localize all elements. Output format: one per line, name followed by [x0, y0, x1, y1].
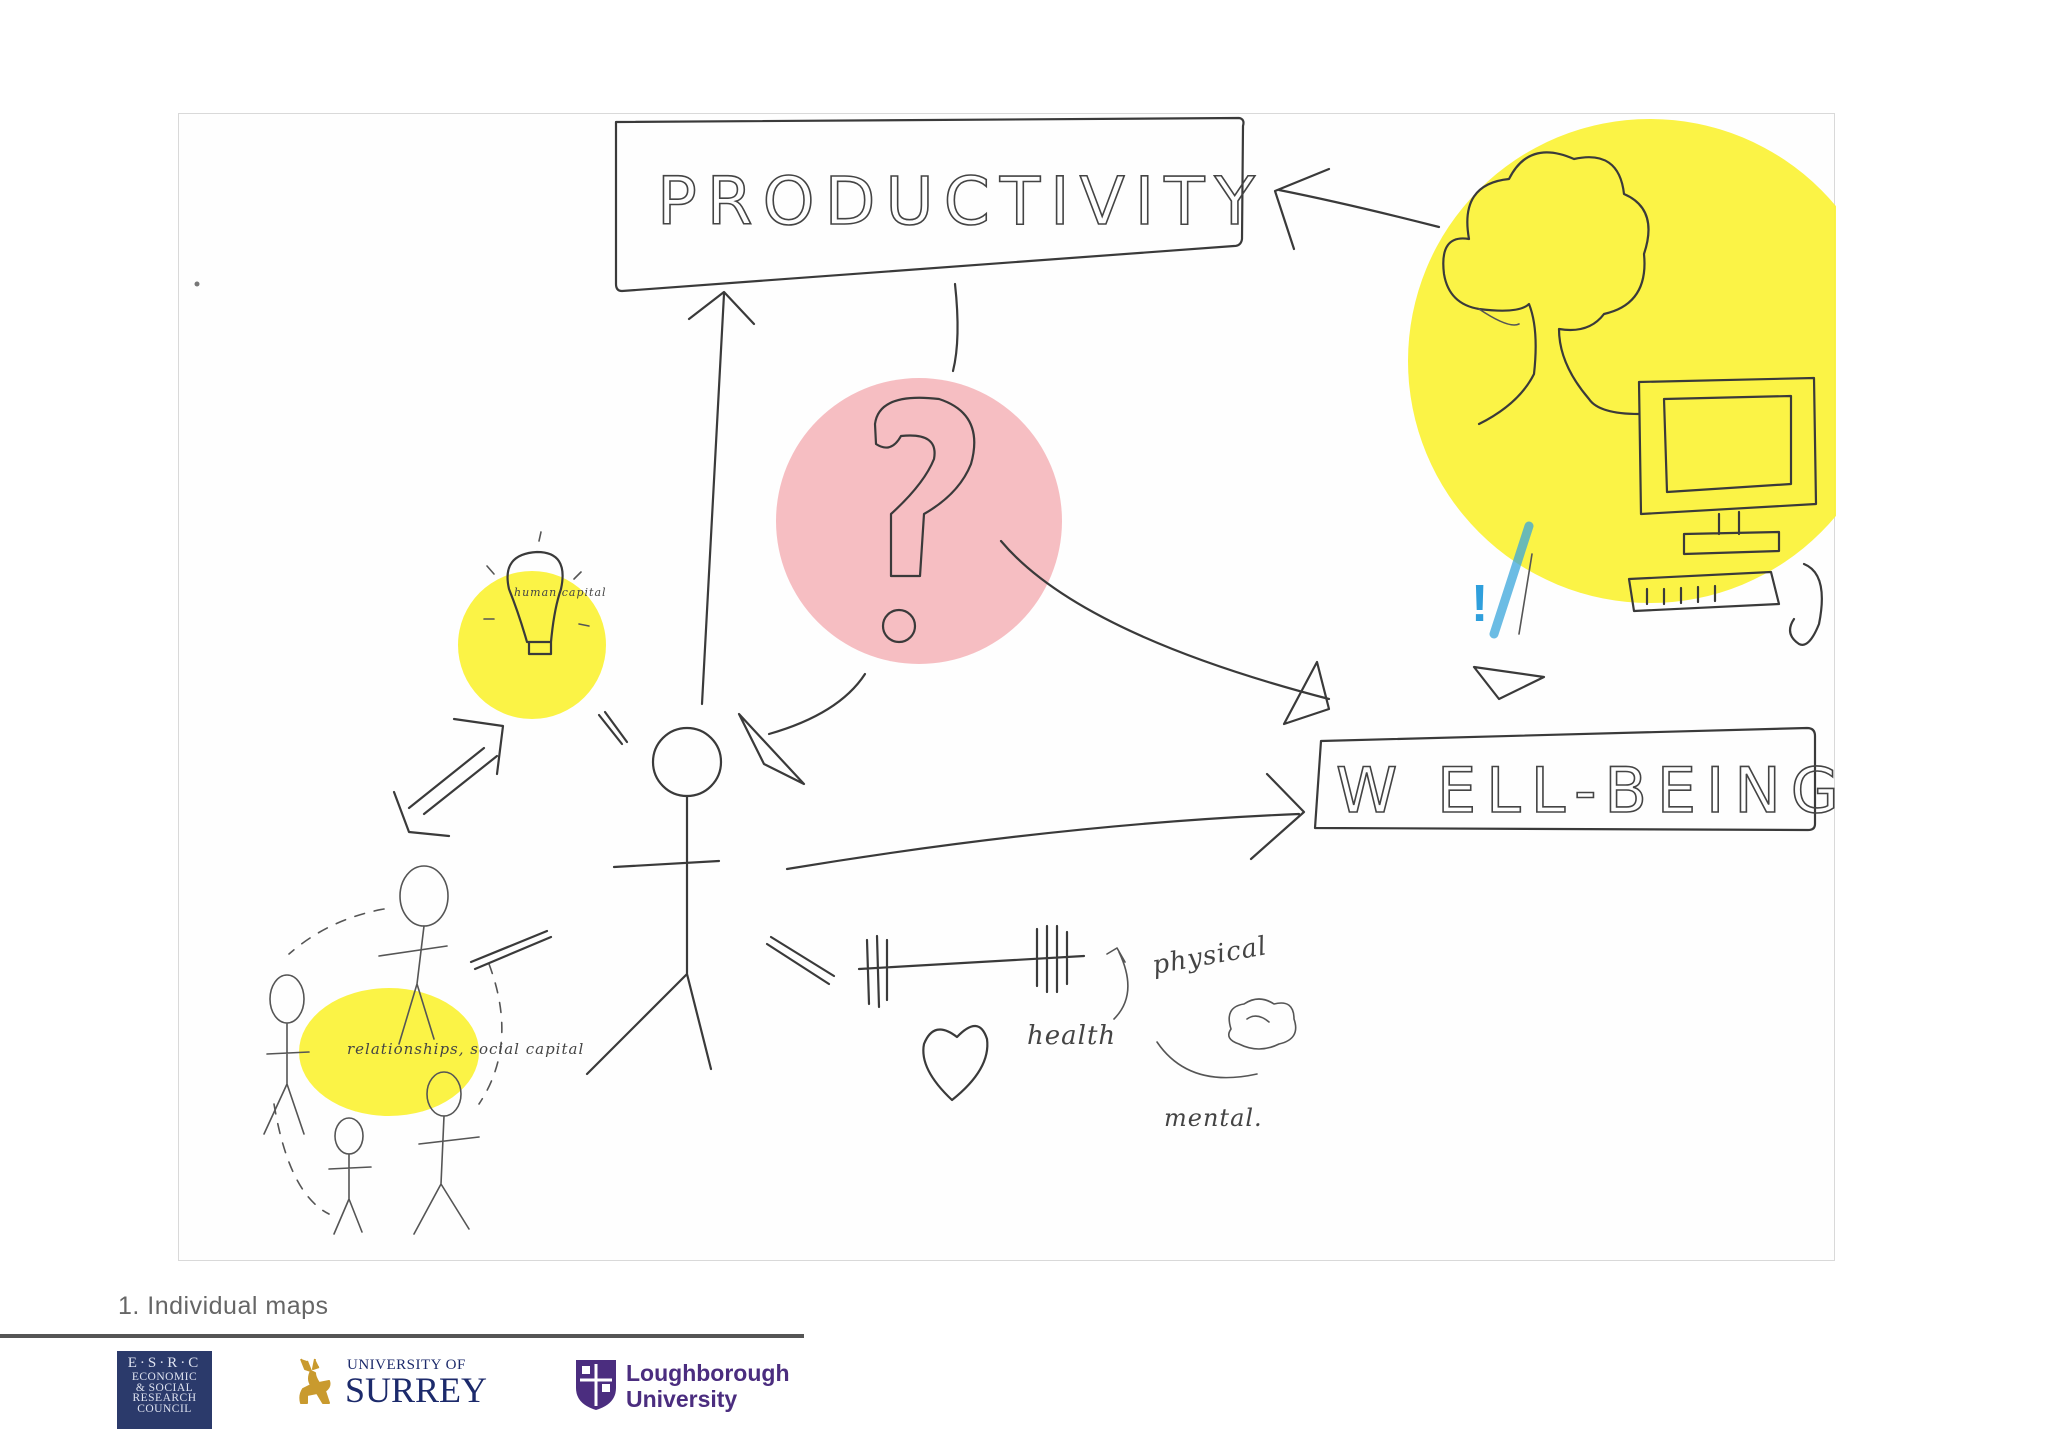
surrey-logo-small: UNIVERSITY OF	[347, 1357, 466, 1373]
link-person-lightbulb	[597, 710, 629, 746]
mental-label: mental.	[1164, 1104, 1263, 1132]
arrow-question-to-wellbeing	[999, 539, 1331, 701]
productivity-box	[614, 116, 1245, 293]
person-head	[651, 726, 723, 798]
keyboard-icon	[1627, 570, 1781, 613]
arrow-person-to-wellbeing	[785, 772, 1306, 871]
footer-rule	[0, 1334, 804, 1338]
health-label: health	[1027, 1021, 1116, 1051]
lightbulb-rays	[483, 531, 590, 627]
stag-icon	[299, 1358, 331, 1404]
dumbbell-icon	[857, 924, 1086, 1009]
blue-highlight-stroke	[1489, 521, 1534, 639]
figure-caption: 1. Individual maps	[118, 1292, 329, 1320]
lightbulb-icon	[506, 550, 564, 656]
computer-stand	[1682, 510, 1781, 556]
loughborough-logo-line2: University	[626, 1386, 738, 1412]
esrc-logo-line: RESEARCH	[132, 1392, 197, 1405]
loughborough-crest-icon	[576, 1360, 616, 1410]
computer-monitor-icon	[1637, 376, 1818, 516]
loughborough-logo: Loughborough University	[574, 1358, 794, 1418]
yellow-highlight-tree-computer	[1408, 119, 1836, 603]
wellbeing-label: W ELL-BEING	[1336, 754, 1836, 827]
arrow-tree-to-productivity	[1273, 167, 1441, 251]
health-to-physical-bracket	[1106, 947, 1129, 1020]
link-person-health	[765, 935, 836, 986]
loughborough-logo-line1: Loughborough	[626, 1360, 790, 1386]
double-arrow-human-social	[392, 717, 505, 838]
pink-highlight-question	[776, 378, 1062, 664]
person-body	[585, 794, 721, 1076]
esrc-logo-line: COUNCIL	[137, 1402, 192, 1415]
yellow-highlight-relationships	[299, 988, 479, 1116]
yellow-highlight-human-capital	[458, 571, 606, 719]
arrow-tree-to-wellbeing	[1518, 553, 1533, 635]
pen-dot	[194, 281, 200, 287]
question-mark-dot	[881, 608, 917, 644]
surrey-logo: UNIVERSITY OF SURREY	[293, 1355, 493, 1413]
arrowhead-tree-wellbeing	[1472, 665, 1546, 701]
link-person-social	[469, 929, 553, 971]
relationships-label: relationships, social capital	[347, 1040, 584, 1058]
arrow-person-to-productivity	[687, 290, 756, 706]
social-group-figures	[263, 865, 503, 1235]
surrey-logo-big: SURREY	[345, 1370, 488, 1410]
health-to-mental-arrow	[1156, 1041, 1258, 1079]
arrowhead-wellbeing	[1282, 660, 1331, 726]
exclamation-mark: !	[1471, 575, 1488, 633]
arrow-question-to-person	[767, 672, 867, 736]
tree-icon	[1442, 151, 1650, 426]
tree-branch	[1478, 308, 1520, 326]
heart-icon	[922, 1024, 989, 1102]
mouse-icon	[1788, 562, 1823, 646]
sketch-drawing: PRODUCTIVITY W ELL-BEING !	[194, 116, 1836, 1235]
question-mark-icon	[873, 396, 976, 578]
arrowhead-person	[737, 712, 806, 786]
question-to-productivity-line	[951, 282, 959, 373]
sketch-map: PRODUCTIVITY W ELL-BEING !	[178, 113, 1836, 1261]
physical-label: physical	[1150, 931, 1270, 981]
esrc-logo-line: ECONOMIC	[131, 1371, 198, 1383]
productivity-label: PRODUCTIVITY	[657, 163, 1265, 240]
wellbeing-box	[1313, 726, 1817, 832]
esrc-logo: E·S·R·C ECONOMIC & SOCIAL RESEARCH COUNC…	[117, 1351, 212, 1429]
esrc-logo-title: E·S·R·C	[127, 1355, 202, 1371]
brain-icon	[1228, 998, 1297, 1050]
human-capital-label: human capital	[514, 586, 607, 599]
esrc-logo-line: & SOCIAL	[135, 1381, 194, 1394]
